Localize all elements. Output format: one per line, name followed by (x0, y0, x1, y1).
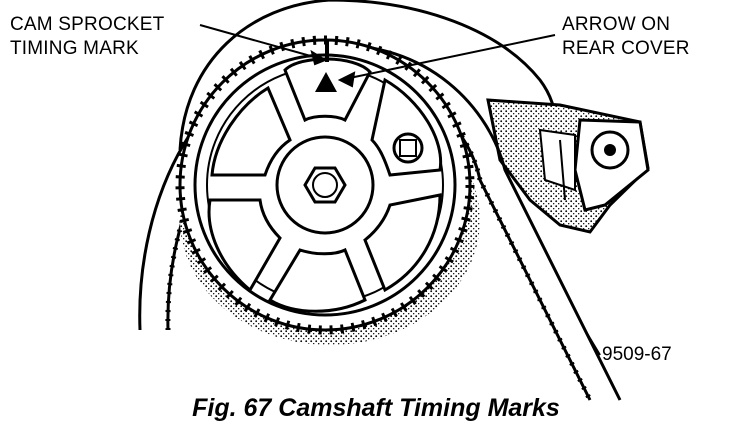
label-cam-sprocket-line1: CAM SPROCKET (10, 14, 165, 35)
cam-sprocket (175, 35, 475, 335)
label-arrow-line1: ARROW ON (562, 14, 670, 35)
belt-tensioner (486, 98, 650, 234)
rear-cover (178, 0, 558, 151)
rear-cover-arrow (315, 72, 337, 92)
leader-lines (199, 24, 601, 356)
hub-bolt (303, 166, 347, 204)
label-arrow-line2: REAR COVER (562, 38, 690, 59)
label-cam-sprocket-line2: TIMING MARK (10, 38, 139, 59)
figure-caption: Fig. 67 Camshaft Timing Marks (192, 394, 560, 422)
reference-number: 9509-67 (602, 344, 672, 365)
